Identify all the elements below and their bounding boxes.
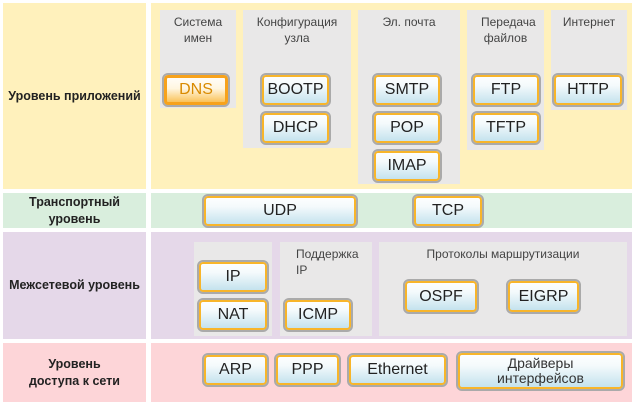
group-title: Интернет bbox=[562, 15, 616, 29]
protocol-nat[interactable]: NAT bbox=[197, 298, 269, 332]
group-title: Передача файлов bbox=[481, 15, 536, 46]
protocol-eigrp[interactable]: EIGRP bbox=[506, 279, 581, 314]
transport-layer-label: Транспортный уровень bbox=[3, 193, 146, 228]
protocol-pop[interactable]: POP bbox=[372, 111, 442, 145]
group-title: Система имен bbox=[173, 15, 223, 46]
access-layer-label: Уровень доступа к сети bbox=[3, 343, 146, 402]
group-title: Конфигурация узла bbox=[256, 15, 338, 46]
protocol-arp[interactable]: ARP bbox=[202, 353, 269, 387]
protocol-dns[interactable]: DNS bbox=[162, 73, 230, 107]
group-title: Протоколы маршрутизации bbox=[426, 247, 580, 261]
protocol-ospf[interactable]: OSPF bbox=[403, 279, 479, 314]
protocol-udp[interactable]: UDP bbox=[202, 194, 358, 228]
internet-layer-label: Межсетевой уровень bbox=[3, 232, 146, 339]
protocol-imap[interactable]: IMAP bbox=[372, 149, 442, 183]
protocol-interface-drivers[interactable]: Драйверы интерфейсов bbox=[456, 351, 625, 391]
protocol-bootp[interactable]: BOOTP bbox=[260, 73, 331, 107]
group-title: Поддержка IP bbox=[296, 247, 359, 278]
protocol-http[interactable]: HTTP bbox=[552, 73, 624, 107]
protocol-ethernet[interactable]: Ethernet bbox=[347, 353, 448, 387]
protocol-ppp[interactable]: PPP bbox=[274, 353, 341, 387]
group-title: Эл. почта bbox=[382, 15, 436, 29]
protocol-smtp[interactable]: SMTP bbox=[372, 73, 442, 107]
protocol-dhcp[interactable]: DHCP bbox=[260, 111, 331, 145]
protocol-ftp[interactable]: FTP bbox=[471, 73, 541, 107]
protocol-tcp[interactable]: TCP bbox=[412, 194, 484, 228]
application-layer-label: Уровень приложений bbox=[3, 3, 146, 189]
protocol-ip[interactable]: IP bbox=[197, 260, 269, 294]
protocol-icmp[interactable]: ICMP bbox=[283, 298, 353, 332]
protocol-tftp[interactable]: TFTP bbox=[471, 111, 541, 145]
